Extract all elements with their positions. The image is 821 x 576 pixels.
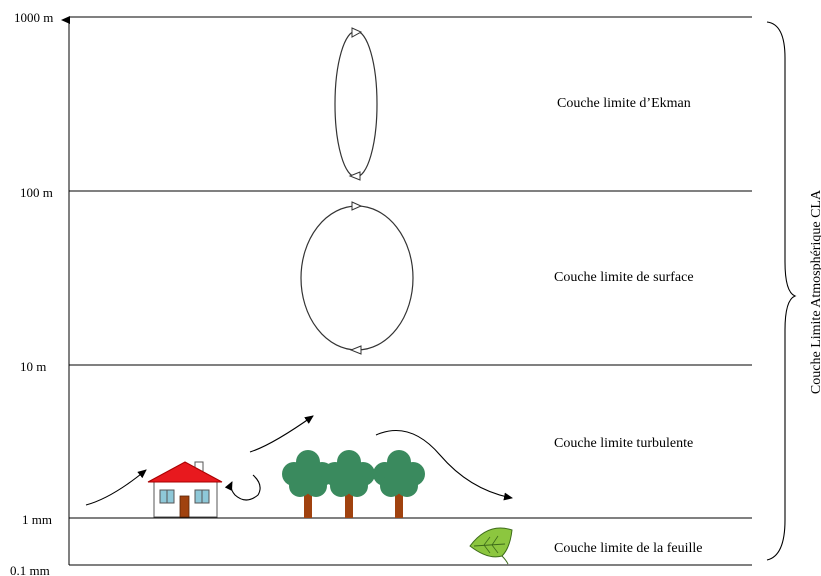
house-icon (147, 461, 223, 518)
layer-label-surface: Couche limite de surface (554, 270, 694, 285)
scale-label-1000m: 1000 m (14, 10, 53, 25)
leaf-icon (469, 527, 513, 565)
surface-loop-arrow-top (351, 201, 363, 211)
surface-eddy-loop (300, 205, 414, 351)
scale-label-10m: 10 m (20, 359, 46, 374)
tree-icon-3 (373, 450, 425, 518)
wind-arrow-upper (249, 415, 314, 453)
scale-label-1mm: 1 mm (22, 512, 52, 527)
tree-icon-2 (323, 450, 375, 518)
ekman-loop-arrow-bottom (348, 171, 361, 181)
layer-label-leaf: Couche limite de la feuille (554, 541, 703, 556)
side-label-cla: Couche Limite Atmosphérique CLA (809, 189, 821, 394)
scale-label-01mm: 0.1 mm (10, 563, 50, 576)
eddy-arrow-house (224, 474, 261, 501)
layer-label-ekman: Couche limite d’Ekman (557, 96, 691, 111)
ekman-eddy-loop (334, 30, 378, 178)
wind-arrow-right (375, 430, 513, 501)
layer-label-turbulent: Couche limite turbulente (554, 436, 693, 451)
tree-icon-1 (282, 450, 334, 518)
scale-label-100m: 100 m (20, 185, 53, 200)
right-brace (766, 21, 797, 561)
surface-loop-arrow-bottom (349, 345, 362, 355)
ekman-loop-arrow-top (351, 27, 363, 38)
wind-arrow-left (85, 469, 147, 506)
